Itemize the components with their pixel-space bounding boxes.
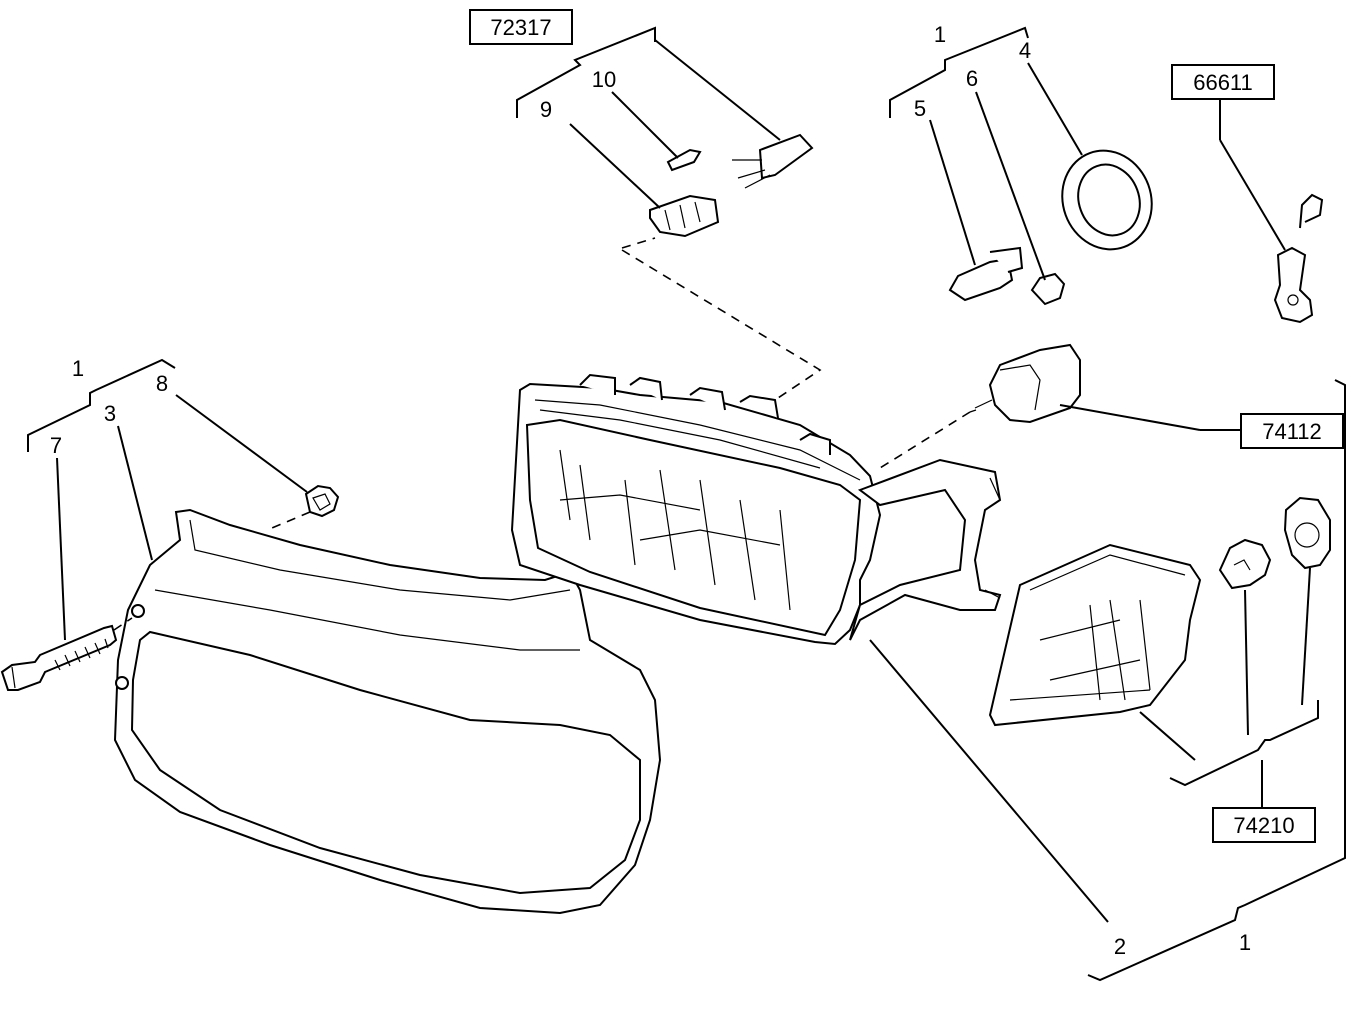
ref-box-74112: 74112: [1240, 413, 1344, 449]
ref-box-74210: 74210: [1212, 807, 1316, 843]
svg-text:72317: 72317: [490, 15, 551, 40]
svg-text:74112: 74112: [1262, 419, 1322, 444]
screw: [0, 624, 118, 691]
svg-text:66611: 66611: [1193, 70, 1253, 95]
callout-7: 7: [50, 433, 62, 458]
nut-axis: [271, 511, 311, 529]
main-bulb: [948, 246, 1024, 302]
headlamp-bezel: [113, 508, 662, 915]
callout-1-left: 1: [72, 356, 84, 381]
callout-numbers: 1 1 1 2 3 4 5 6 7 8 9 10: [50, 22, 1251, 959]
callout-8: 8: [156, 371, 168, 396]
indicator-lamp: [988, 543, 1202, 727]
ref-box-72317: 72317: [469, 9, 573, 45]
indicator-bulb: [1218, 538, 1272, 590]
headlamp-unit: [510, 373, 1002, 646]
svg-text:74210: 74210: [1233, 813, 1294, 838]
callout-10: 10: [592, 67, 616, 92]
callout-9: 9: [540, 97, 552, 122]
leader-lines: [56, 39, 1311, 923]
group-brackets: [27, 26, 1346, 982]
callout-5: 5: [914, 96, 926, 121]
cable: [732, 133, 814, 189]
bulb-socket: [1283, 496, 1331, 570]
retaining-ring: [1061, 149, 1153, 251]
bulb-clip: [1273, 193, 1324, 324]
callout-1-top: 1: [934, 22, 946, 47]
parking-bulb: [1030, 272, 1066, 306]
callout-3: 3: [104, 401, 116, 426]
screw-axis: [113, 617, 133, 631]
callout-1-bottom: 1: [1239, 930, 1251, 955]
level-actuator: [969, 343, 1081, 424]
callout-2: 2: [1114, 934, 1126, 959]
connector-axis: [621, 237, 822, 399]
ref-box-66611: 66611: [1171, 64, 1275, 100]
nut: [304, 484, 340, 518]
terminal: [666, 148, 702, 172]
callout-4: 4: [1019, 38, 1031, 63]
callout-6: 6: [966, 66, 978, 91]
actuator-axis: [879, 411, 971, 469]
connector: [649, 194, 720, 238]
